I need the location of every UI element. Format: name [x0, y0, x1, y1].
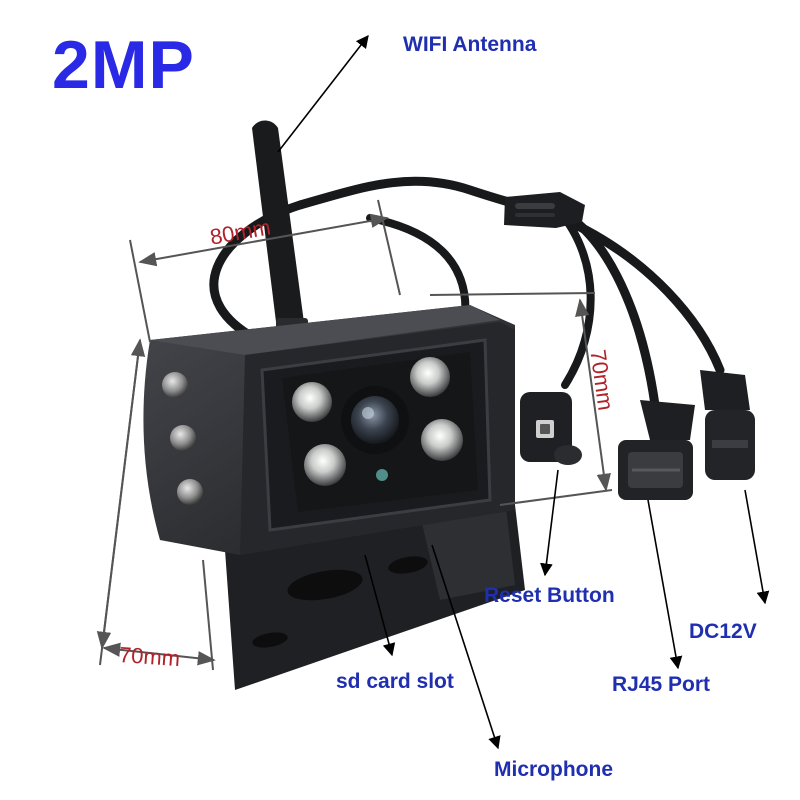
- light-sensor: [376, 469, 388, 481]
- label-dc12v: DC12V: [689, 620, 757, 643]
- ir-led: [292, 382, 332, 422]
- reset-connector: [520, 392, 582, 465]
- camera-face: [282, 352, 478, 512]
- label-microphone: Microphone: [494, 758, 613, 781]
- callout-leaders: [277, 34, 770, 750]
- cable-splitter: [504, 192, 585, 228]
- label-sd-card-slot: sd card slot: [336, 670, 454, 693]
- side-screws: [162, 372, 203, 505]
- leader-dc12v: [744, 489, 770, 605]
- dimension-depth: 70mm: [118, 642, 181, 672]
- ir-led: [304, 444, 346, 486]
- resolution-badge: 2MP: [52, 27, 195, 103]
- rj45-connector: [618, 400, 695, 500]
- ir-led: [410, 357, 450, 397]
- leader-reset-button: [540, 469, 559, 577]
- label-reset-button: Reset Button: [484, 584, 615, 607]
- dc-connector: [700, 370, 755, 480]
- dimension-lines: [96, 199, 613, 671]
- mounting-bracket: [225, 500, 525, 690]
- leader-wifi-antenna: [277, 34, 369, 153]
- leader-sd-card-slot: [364, 554, 396, 657]
- leader-microphone: [431, 544, 501, 750]
- label-wifi-antenna: WIFI Antenna: [403, 33, 537, 56]
- label-rj45-port: RJ45 Port: [612, 673, 711, 696]
- ir-led: [421, 419, 463, 461]
- leader-rj45-port: [647, 499, 683, 670]
